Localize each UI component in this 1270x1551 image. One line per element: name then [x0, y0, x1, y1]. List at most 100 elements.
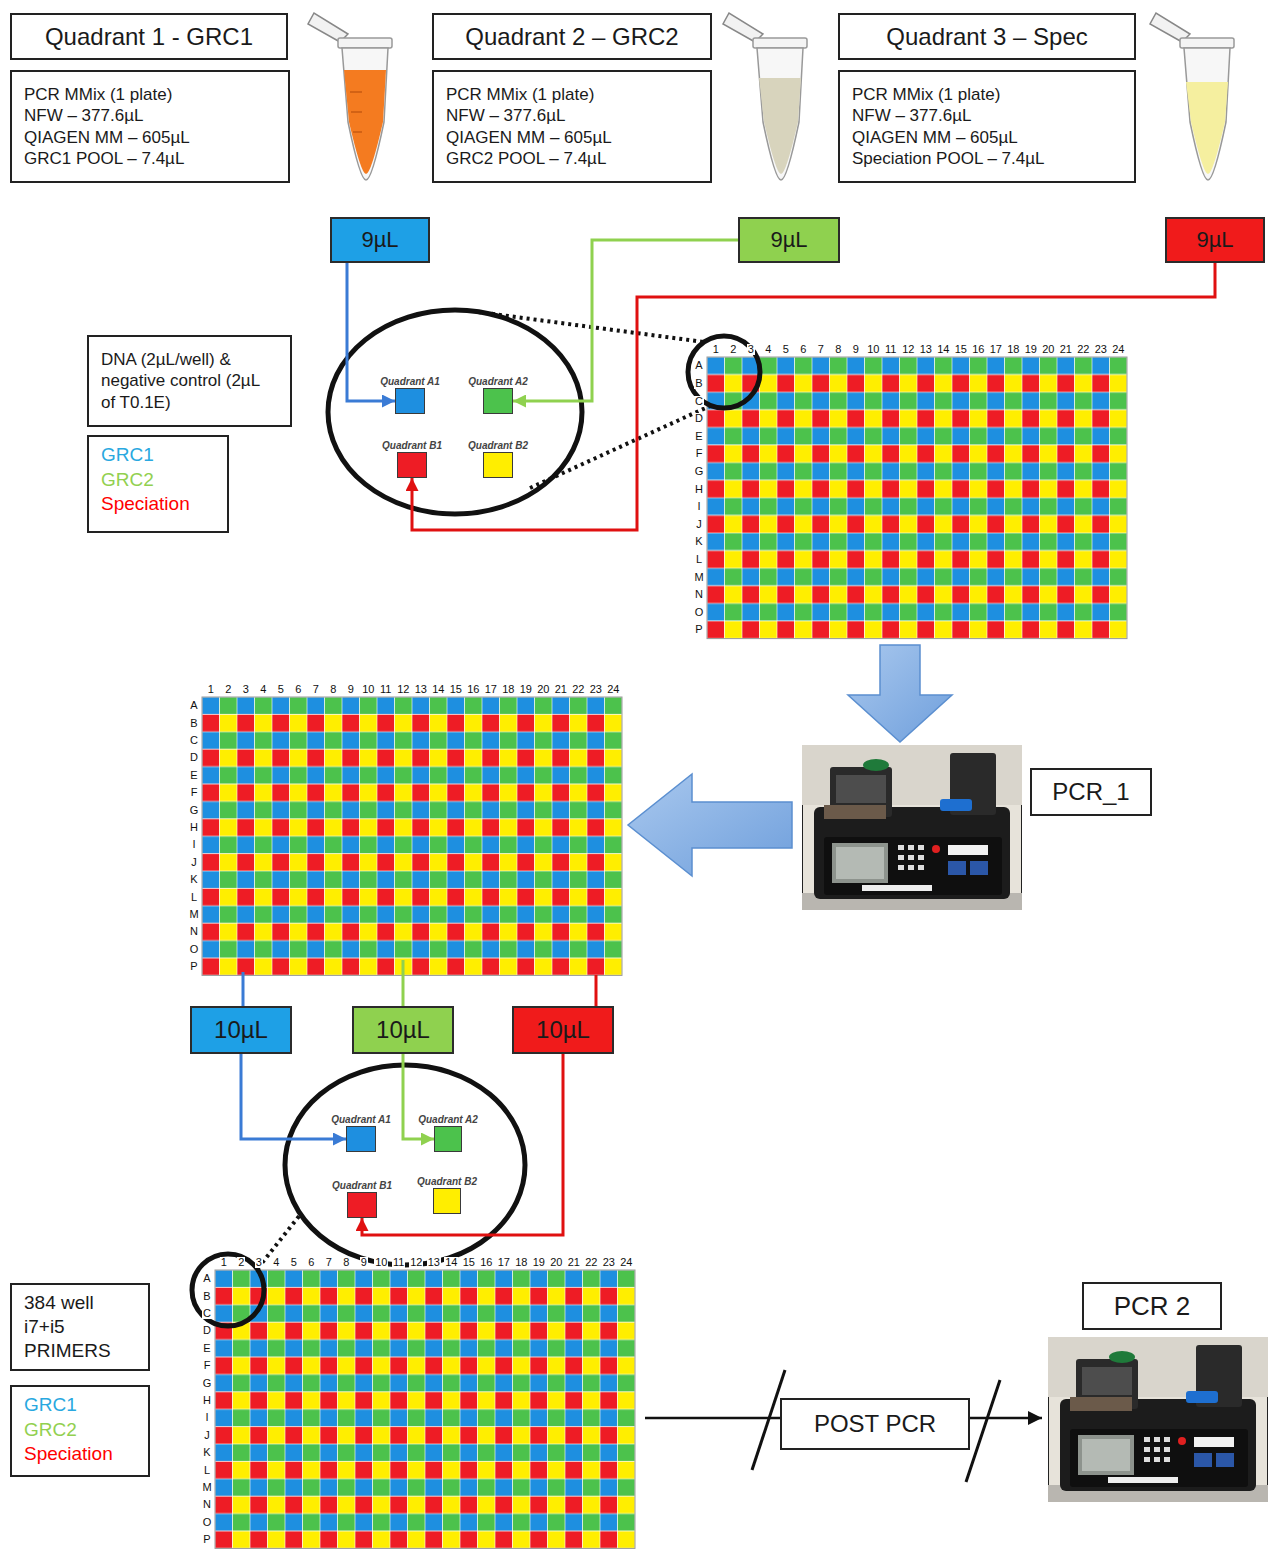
box-text: 10µL [536, 1015, 590, 1045]
column-number: 4 [764, 344, 772, 355]
row-letter: L [190, 892, 198, 903]
column-number: 4 [259, 684, 267, 695]
row-letter: I [191, 839, 196, 850]
block-arrow [848, 645, 952, 742]
column-number: 8 [342, 1257, 350, 1268]
transfer-arrow [403, 1054, 434, 1139]
row-letter: F [695, 448, 704, 459]
row-letter: D [202, 1325, 212, 1336]
row-letter: N [694, 589, 704, 600]
row-letter: E [189, 770, 198, 781]
row-letter: F [203, 1360, 212, 1371]
column-number: 20 [1041, 344, 1055, 355]
box-text: 10µL [376, 1015, 430, 1045]
row-letter: E [202, 1343, 211, 1354]
column-number: 13 [427, 1257, 441, 1268]
transfer-arrow [412, 263, 1215, 530]
column-number: 8 [834, 344, 842, 355]
legend-box: GRC1GRC2Speciation [87, 435, 229, 533]
row-letter: P [694, 624, 703, 635]
column-number: 6 [307, 1257, 315, 1268]
column-number: 12 [396, 684, 410, 695]
column-number: 19 [519, 684, 533, 695]
quadrant-label: Quadrant B1 [332, 1180, 392, 1191]
row-letter: H [189, 822, 199, 833]
volume-box: 9µL [330, 217, 430, 263]
column-number: 11 [884, 344, 897, 355]
row-letter: J [695, 519, 703, 530]
volume-box: 10µL [352, 1006, 454, 1054]
transfer-line [402, 960, 405, 1006]
column-number: 1 [712, 344, 720, 355]
column-number: 11 [392, 1257, 405, 1268]
column-number: 14 [936, 344, 950, 355]
legend-text: GRC1 [101, 444, 154, 465]
row-letter: L [695, 554, 703, 565]
quadrant-square: Quadrant A2 [483, 388, 513, 414]
column-number: 1 [207, 684, 215, 695]
row-letter: H [694, 484, 704, 495]
quadrant-label: Quadrant A2 [468, 376, 528, 387]
row-letter: N [202, 1499, 212, 1510]
row-letter: A [202, 1273, 211, 1284]
quadrant-square: Quadrant B1 [347, 1192, 377, 1218]
row-letter: A [694, 360, 703, 371]
column-number: 2 [237, 1257, 245, 1268]
box-text: Quadrant 2 – GRC2 [446, 22, 698, 52]
quadrant-label: Quadrant A2 [418, 1114, 478, 1125]
row-letter: C [202, 1308, 212, 1319]
column-number: 19 [532, 1257, 546, 1268]
quadrant-square: Quadrant B2 [433, 1188, 461, 1214]
column-number: 3 [747, 344, 755, 355]
plate-384 [707, 357, 1127, 639]
row-letter: A [189, 700, 198, 711]
box-text: 9µL [1196, 226, 1233, 254]
column-number: 5 [782, 344, 790, 355]
zoom-leader [258, 1215, 300, 1268]
row-letter: B [202, 1291, 211, 1302]
column-number: 16 [479, 1257, 493, 1268]
box-text: 9µL [361, 226, 398, 254]
step-box: POST PCR [780, 1398, 970, 1450]
box-text: QIAGEN MM – 605µL [446, 127, 698, 148]
transfer-line [595, 975, 598, 1006]
column-number: 1 [220, 1257, 228, 1268]
row-letter: O [202, 1517, 213, 1528]
column-number: 9 [852, 344, 860, 355]
row-letter: M [693, 572, 704, 583]
block-arrow [628, 774, 792, 876]
box-text: GRC2 POOL – 7.4µL [446, 148, 698, 169]
column-number: 18 [514, 1257, 528, 1268]
column-number: 24 [619, 1257, 633, 1268]
box-text: PCR_1 [1044, 777, 1138, 807]
zoom-leader [530, 405, 712, 488]
column-number: 7 [817, 344, 825, 355]
box-text: NFW – 377.6µL [446, 105, 698, 126]
zoom-circle [688, 336, 760, 408]
row-letter: B [694, 378, 703, 389]
column-number: 5 [277, 684, 285, 695]
row-letter: H [202, 1395, 212, 1406]
legend-swatch: GRC1 [101, 443, 215, 468]
title-box: Quadrant 2 – GRC2 [432, 13, 712, 60]
box-text: QIAGEN MM – 605µL [24, 127, 276, 148]
box-text: PCR 2 [1096, 1290, 1208, 1323]
row-letter: N [189, 926, 199, 937]
column-number: 10 [361, 684, 375, 695]
column-number: 14 [444, 1257, 458, 1268]
transfer-line [242, 972, 245, 1006]
column-number: 14 [431, 684, 445, 695]
row-letter: I [696, 501, 701, 512]
column-number: 9 [347, 684, 355, 695]
box-text: GRC1 POOL – 7.4µL [24, 148, 276, 169]
recipe-box: PCR MMix (1 plate)NFW – 377.6µLQIAGEN MM… [432, 70, 712, 183]
row-letter: C [694, 396, 704, 407]
quadrant-label: Quadrant B2 [417, 1176, 477, 1187]
recipe-box: PCR MMix (1 plate)NFW – 377.6µLQIAGEN MM… [10, 70, 290, 183]
plate-384 [215, 1270, 635, 1548]
legend-swatch: GRC2 [24, 1418, 136, 1443]
row-letter: L [203, 1465, 211, 1476]
box-text: DNA (2µL/well) & negative control (2µL o… [101, 349, 278, 413]
column-number: 7 [325, 1257, 333, 1268]
row-letter: B [189, 718, 198, 729]
